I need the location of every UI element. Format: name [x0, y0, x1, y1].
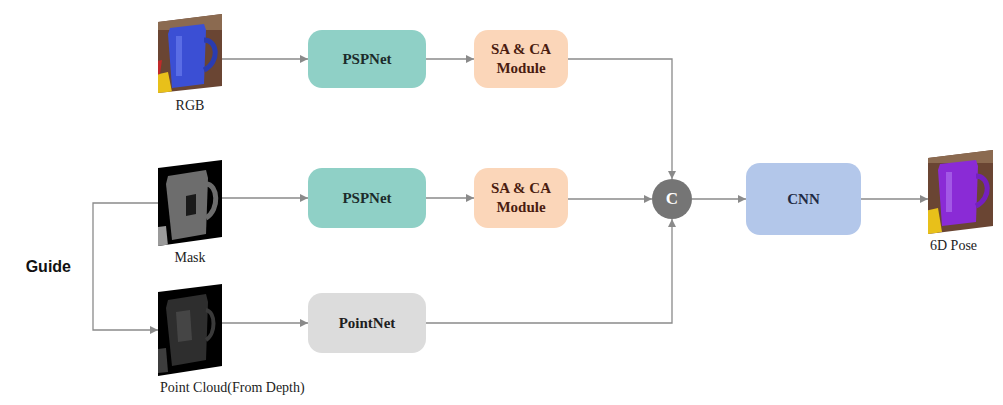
connector-arrow — [93, 203, 158, 330]
node-label: PointNet — [339, 314, 396, 333]
image-caption: Point Cloud(From Depth) — [160, 380, 305, 396]
pose-result-image — [920, 145, 1000, 240]
connector-arrow — [426, 197, 474, 198]
connector-arrow — [568, 59, 672, 179]
node-label: SA & CA Module — [481, 179, 561, 217]
node-label: PSPNet — [342, 189, 391, 208]
network-box: PointNet — [308, 293, 426, 353]
image-caption: 6D Pose — [930, 238, 977, 254]
connector-arrow — [568, 198, 652, 199]
output-image: 6D Pose — [928, 150, 993, 234]
node-label: C — [666, 189, 678, 209]
node-label: PSPNet — [342, 50, 391, 69]
connector-arrow — [426, 219, 672, 323]
connector-arrow — [692, 198, 746, 199]
connector-arrow — [222, 197, 308, 198]
concat-circle: C — [652, 179, 692, 219]
network-box: CNN — [746, 163, 861, 235]
attention-module: SA & CA Module — [474, 30, 568, 88]
input-image: Mask — [158, 160, 222, 246]
attention-module: SA & CA Module — [474, 168, 568, 228]
image-caption: RGB — [176, 98, 205, 114]
connector-arrow — [426, 58, 474, 59]
edge-label: Guide — [26, 258, 71, 276]
connector-arrow — [222, 322, 308, 323]
input-image: Point Cloud(From Depth) — [158, 284, 222, 376]
rgb-photo — [150, 10, 230, 100]
point-cloud-image — [150, 280, 230, 380]
mask-image — [150, 155, 230, 250]
node-label: SA & CA Module — [481, 40, 561, 78]
node-label: CNN — [787, 190, 820, 209]
network-box: PSPNet — [308, 168, 426, 228]
connector-arrow — [861, 198, 928, 199]
connector-arrow — [222, 58, 308, 59]
network-box: PSPNet — [308, 30, 426, 88]
input-image: RGB — [158, 14, 222, 94]
image-caption: Mask — [174, 250, 205, 266]
